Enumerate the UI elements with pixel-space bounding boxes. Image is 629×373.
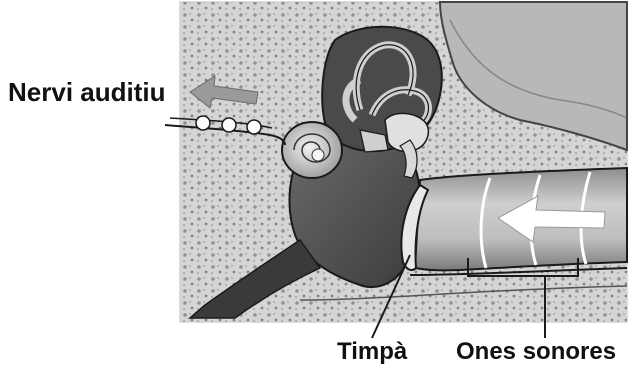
cochlea [282, 122, 342, 178]
eardrum-label: Timpà [337, 340, 407, 364]
auditory-nerve-label: Nervi auditiu [8, 79, 165, 105]
sound-waves-label: Ones sonores [456, 340, 616, 364]
